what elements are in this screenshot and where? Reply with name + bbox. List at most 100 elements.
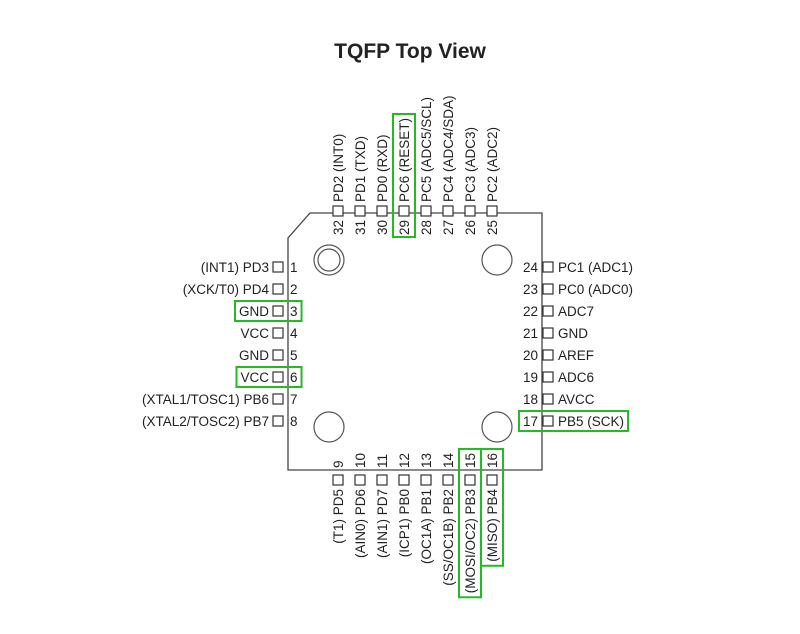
pin-29: 29 PC6 (RESET) [392, 112, 416, 239]
pin-label: PC3 (ADC3) [463, 127, 478, 202]
pin-number: 17 [523, 414, 538, 429]
pin-pad [542, 349, 554, 361]
pin-pad [272, 393, 284, 405]
pin-label: PC6 (RESET) [397, 118, 412, 202]
pin-label: PD1 (TXD) [353, 136, 368, 202]
pin-label: PC1 (ADC1) [558, 260, 633, 275]
pin-pad [272, 349, 284, 361]
pin-label: (AIN1) PD7 [375, 489, 390, 558]
pin-label: VCC [240, 326, 269, 341]
pin-label: (ICP1) PB0 [397, 489, 412, 557]
pin-label: AVCC [558, 392, 595, 407]
pin-number: 23 [523, 282, 538, 297]
pin-number: 13 [419, 453, 434, 468]
pin-label: PC2 (ADC2) [485, 127, 500, 202]
pin-label: PD2 (INT0) [331, 134, 346, 202]
pin-9: 9(T1) PD5 [331, 460, 346, 543]
pin-label: GND [239, 348, 269, 363]
pin-number: 4 [290, 326, 298, 341]
pin-pad [442, 205, 454, 217]
pin-label: ADC6 [558, 370, 594, 385]
pin-label: (AIN0) PD6 [353, 489, 368, 558]
pin-24: 24 PC1 (ADC1) [523, 260, 633, 275]
pin-12: 12(ICP1) PB0 [397, 453, 412, 557]
pin-32: 32 PD2 (INT0) [331, 134, 346, 235]
pin-pad [542, 327, 554, 339]
pin-pad [272, 261, 284, 273]
pin-2: 2(XCK/T0) PD4 [183, 282, 298, 297]
pin-pad [486, 205, 498, 217]
pin-number: 32 [331, 220, 346, 235]
pin-number: 2 [290, 282, 298, 297]
pin-label: PB5 (SCK) [558, 414, 624, 429]
pin-number: 11 [375, 454, 390, 468]
pin-label: GND [239, 304, 269, 319]
pin-pad [542, 371, 554, 383]
pin-label: (OC1A) PB1 [419, 489, 434, 564]
pin-13: 13 (OC1A) PB1 [419, 453, 434, 564]
pin-number: 29 [397, 220, 412, 235]
pin-number: 26 [463, 220, 478, 235]
pin-number: 19 [523, 370, 538, 385]
pin-label: ADC7 [558, 304, 594, 319]
pin-pad [272, 327, 284, 339]
pin-22: 22 ADC7 [523, 304, 594, 319]
pin-number: 15 [463, 453, 478, 468]
pin-number: 24 [523, 260, 539, 275]
pin-pad [542, 305, 554, 317]
pin-highlight-box [234, 300, 303, 322]
pin-pad [542, 283, 554, 295]
pin-label: PD0 (RXD) [375, 134, 390, 202]
pin-label: PC4 (ADC4/SDA) [441, 95, 456, 202]
pin-pad [376, 474, 388, 486]
pin-pad [272, 415, 284, 427]
pin-pad [272, 305, 284, 317]
pin-pad [398, 474, 410, 486]
pin-number: 16 [485, 453, 500, 468]
pin-number: 27 [441, 220, 456, 235]
chip-body [287, 212, 543, 471]
pin-label: (MISO) PB4 [485, 489, 500, 562]
pin-pad [376, 205, 388, 217]
pin-highlight-box [392, 112, 416, 239]
pin-10: 10(AIN0) PD6 [353, 453, 368, 558]
pin-8: 8(XTAL2/TOSC2) PB7 [142, 414, 298, 429]
pin-19: 19 ADC6 [523, 370, 594, 385]
pin-number: 21 [523, 326, 538, 341]
pin-pad [420, 205, 432, 217]
pin-pad [398, 205, 410, 217]
pin-highlight-box [235, 366, 303, 388]
mounting-hole-top-right [481, 244, 513, 276]
pin-pad [354, 205, 366, 217]
pin-label: (SS/OC1B) PB2 [441, 489, 456, 586]
pin-number: 1 [290, 260, 298, 275]
pin-label: (INT1) PD3 [201, 260, 269, 275]
pin-23: 23 PC0 (ADC0) [523, 282, 633, 297]
pin-label: (MOSI/OC2) PB3 [463, 489, 478, 593]
pins-bottom: 9(T1) PD5 10(AIN0) PD6 11 (AIN1) PD7 12(ICP1… [331, 447, 504, 599]
pin-pad [442, 474, 454, 486]
pin-label: (T1) PD5 [331, 489, 346, 544]
pin-3: 3 GND [234, 300, 303, 322]
pin-pad [354, 474, 366, 486]
pin-number: 30 [375, 220, 390, 235]
pin-pad [542, 393, 554, 405]
pin-label: (XTAL1/TOSC1) PB6 [142, 392, 269, 407]
pin-number: 3 [290, 304, 298, 319]
pin-highlight-box [517, 410, 630, 432]
pin-pad [272, 371, 284, 383]
pin-label: PC0 (ADC0) [558, 282, 633, 297]
pin-label: GND [558, 326, 588, 341]
pin-number: 20 [523, 348, 538, 363]
pin-number: 22 [523, 304, 538, 319]
pin-label: (XTAL2/TOSC2) PB7 [142, 414, 269, 429]
pin-pad [464, 205, 476, 217]
pin-17: 17 PB5 (SCK) [517, 410, 630, 432]
pin-pad [542, 261, 554, 273]
